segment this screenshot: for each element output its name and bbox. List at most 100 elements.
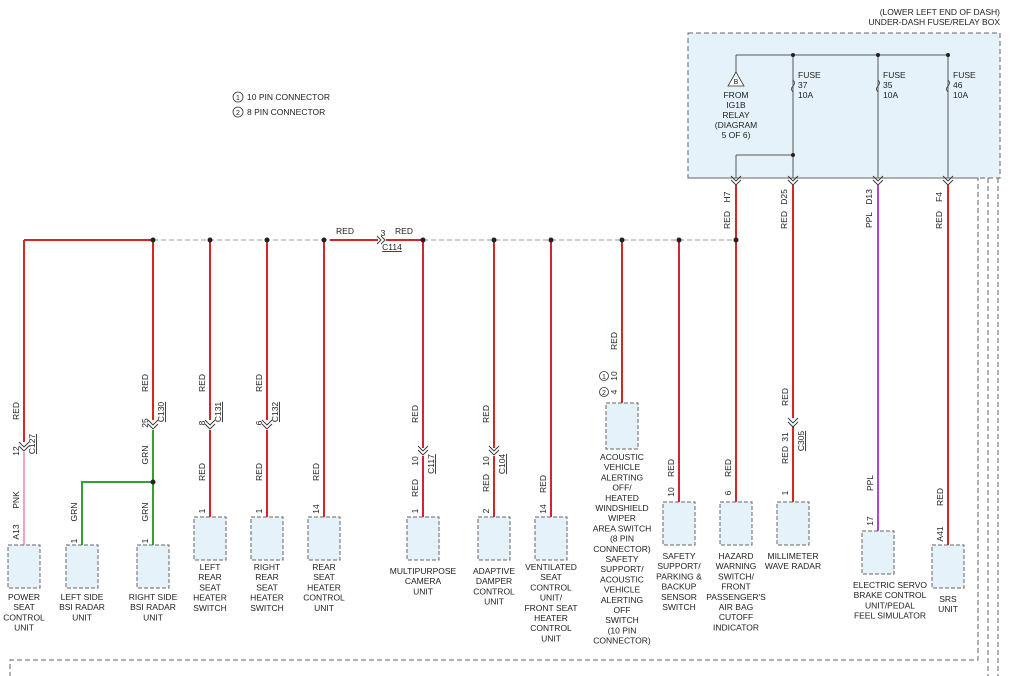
power-seat-caption-line: UNIT	[14, 623, 34, 633]
safety-caption-line: BACKUP	[662, 582, 697, 592]
svg-text:RED: RED	[780, 388, 790, 406]
svg-text:10A: 10A	[798, 90, 813, 100]
right-bsi-caption-line: RIGHT SIDE	[129, 592, 178, 602]
damper-box	[477, 516, 511, 561]
servo-caption-line: ELECTRIC SERVO	[853, 580, 927, 590]
hazard-caption-line: CUTOFF	[719, 612, 753, 622]
right-heater-caption-line: SWITCH	[250, 603, 284, 613]
svg-text:35: 35	[883, 80, 893, 90]
power-seat-caption-line: SEAT	[13, 602, 35, 612]
right-bsi-box	[136, 544, 170, 589]
svg-text:RED: RED	[723, 459, 733, 477]
svg-text:10: 10	[410, 456, 420, 466]
legend-text-1: 10 PIN CONNECTOR	[247, 92, 330, 102]
rear-heater-caption-line: UNIT	[314, 603, 334, 613]
wire-labels: RED 12 C127 PNK A13 RED 25 C130 GRN GRN …	[11, 332, 945, 543]
svg-text:GRN: GRN	[140, 446, 150, 465]
left-heater-caption-line: HEATER	[193, 593, 227, 603]
acoustic-caption-line: VEHICLE	[604, 585, 641, 595]
svg-text:2: 2	[481, 508, 491, 513]
svg-text:C104: C104	[497, 454, 507, 475]
svg-text:RED: RED	[197, 374, 207, 392]
svg-text:PNK: PNK	[11, 491, 21, 509]
damper-caption-line: ADAPTIVE	[473, 566, 515, 576]
svg-text:25: 25	[140, 418, 150, 428]
inline-connectors	[18, 417, 799, 456]
ventilated-caption-line: VENTILATED	[525, 562, 577, 572]
svg-text:RED: RED	[410, 479, 420, 497]
svg-text:RED: RED	[935, 488, 945, 506]
svg-text:1: 1	[197, 508, 207, 513]
svg-text:C130: C130	[156, 402, 166, 423]
damper-caption-line: CONTROL	[473, 586, 515, 596]
svg-text:RED: RED	[666, 459, 676, 477]
left-heater-caption-line: SWITCH	[193, 603, 227, 613]
fusebox-bus	[735, 54, 949, 178]
fusebox-title-line2: UNDER-DASH FUSE/RELAY BOX	[869, 17, 1001, 27]
svg-text:D25: D25	[779, 189, 789, 205]
svg-text:FUSE: FUSE	[798, 70, 821, 80]
svg-text:10: 10	[609, 371, 619, 381]
right-bsi-caption-line: UNIT	[143, 612, 163, 622]
damper-caption-line: UNIT	[484, 597, 504, 607]
svg-text:F4: F4	[934, 192, 944, 202]
svg-text:RED: RED	[140, 374, 150, 392]
svg-text:C127: C127	[27, 434, 37, 455]
svg-text:C132: C132	[270, 402, 280, 423]
svg-text:D13: D13	[864, 189, 874, 205]
svg-text:FUSE: FUSE	[953, 70, 976, 80]
svg-text:RED: RED	[410, 405, 420, 423]
junction-dots	[150, 237, 739, 485]
ventilated-caption-line: FRONT SEAT	[524, 603, 577, 613]
safety-caption-line: SUPPORT/	[657, 561, 701, 571]
svg-text:5 OF 6): 5 OF 6)	[722, 130, 751, 140]
right-bsi-caption-line: BSI RADAR	[130, 602, 176, 612]
svg-text:10A: 10A	[953, 90, 968, 100]
svg-text:RED: RED	[481, 405, 491, 423]
svg-text:RED: RED	[311, 463, 321, 481]
acoustic-caption-line: SAFETY	[605, 554, 638, 564]
svg-text:(DIAGRAM: (DIAGRAM	[715, 120, 758, 130]
left-bsi-caption-line: LEFT SIDE	[61, 592, 104, 602]
safety-caption-line: SWITCH	[662, 602, 696, 612]
fusebox-terminal-labels: H7 D25 D13 F4 RED RED PPL RED	[722, 189, 944, 229]
fuse-symbols	[791, 79, 950, 93]
svg-text:GRN: GRN	[140, 503, 150, 522]
left-heater-caption-line: SEAT	[199, 582, 221, 592]
hazard-caption-line: FRONT	[721, 582, 750, 592]
svg-text:10A: 10A	[883, 90, 898, 100]
vertical-wires	[23, 185, 949, 545]
acoustic-caption-line: WINDSHIELD	[595, 503, 648, 513]
camera-caption-line: UNIT	[413, 586, 433, 596]
servo-caption-line: UNIT/PEDAL	[865, 600, 915, 610]
acoustic-caption-line: ACOUSTIC	[600, 452, 644, 462]
splice-wire-left: RED	[336, 226, 354, 236]
fusebox-title-line1: (LOWER LEFT END OF DASH)	[880, 7, 1000, 17]
ventilated-caption-line: UNIT/	[540, 593, 563, 603]
hazard-caption-line: WARNING	[716, 561, 757, 571]
svg-text:4: 4	[609, 389, 619, 394]
legend-num-2: 2	[236, 110, 240, 117]
left-bsi-caption-line: UNIT	[72, 612, 92, 622]
svg-text:RED: RED	[722, 211, 732, 229]
fuse-captions: FUSE 37 10A FUSE 35 10A FUSE 46 10A	[798, 70, 976, 100]
svg-text:RED: RED	[780, 446, 790, 464]
legend-num-1: 1	[236, 95, 240, 102]
acoustic-caption-line: WIPER	[608, 513, 636, 523]
svg-text:FROM: FROM	[723, 90, 748, 100]
fusebox-terminals	[730, 175, 954, 186]
rear-heater-caption-line: REAR	[312, 562, 336, 572]
acoustic-caption-line: CONNECTOR)	[593, 544, 651, 554]
ventilated-caption-line: HEATER	[534, 613, 568, 623]
svg-text:C305: C305	[796, 431, 806, 452]
servo-caption-line: BRAKE CONTROL	[854, 590, 927, 600]
acoustic-box	[605, 402, 639, 450]
right-heater-caption-line: REAR	[255, 572, 279, 582]
mmwave-box	[776, 501, 810, 546]
acoustic-caption-line: SUPPORT/	[600, 564, 644, 574]
acoustic-caption-line: AREA SWITCH	[593, 523, 652, 533]
svg-text:2: 2	[602, 390, 606, 397]
svg-text:GRN: GRN	[69, 503, 79, 522]
ventilated-caption-line: SEAT	[540, 572, 562, 582]
